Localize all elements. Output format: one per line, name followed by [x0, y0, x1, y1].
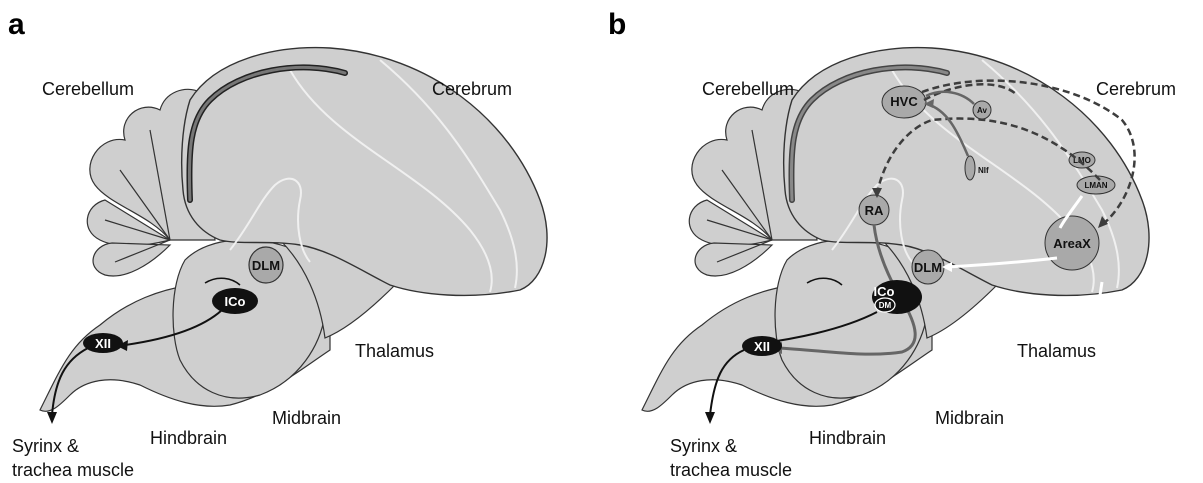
- xii-label: XII: [754, 339, 770, 354]
- thalamus-label: Thalamus: [355, 341, 434, 361]
- nif-nucleus: [965, 156, 975, 180]
- dm-label: DM: [879, 301, 892, 310]
- panel-b: b HVC Av NIf RA LMO LMAN AreaX DLM: [602, 0, 1202, 483]
- areax-label: AreaX: [1053, 236, 1091, 251]
- ico-label: ICo: [874, 284, 895, 299]
- panel-letter: b: [608, 8, 626, 41]
- output-label-line2: trachea muscle: [12, 460, 134, 480]
- panel-a: a DLM ICo XII Cerebrum Cerebellum Thalam…: [0, 0, 600, 483]
- midbrain-label: Midbrain: [935, 408, 1004, 428]
- output-label-line2: trachea muscle: [670, 460, 792, 480]
- brain-diagram-a: a DLM ICo XII Cerebrum Cerebellum Thalam…: [0, 0, 600, 483]
- thalamus-label: Thalamus: [1017, 341, 1096, 361]
- arrowhead: [47, 412, 57, 424]
- ra-label: RA: [865, 203, 884, 218]
- arrowhead: [705, 412, 715, 424]
- dlm-label: DLM: [914, 260, 942, 275]
- nif-label: NIf: [978, 166, 989, 175]
- lman-label: LMAN: [1084, 181, 1107, 190]
- dlm-label: DLM: [252, 258, 280, 273]
- output-label-line1: Syrinx &: [12, 436, 79, 456]
- midbrain-label: Midbrain: [272, 408, 341, 428]
- hvc-label: HVC: [890, 94, 918, 109]
- panel-letter: a: [8, 8, 25, 41]
- cerebrum-label: Cerebrum: [1096, 79, 1176, 99]
- brain-diagram-b: b HVC Av NIf RA LMO LMAN AreaX DLM: [602, 0, 1202, 483]
- av-label: Av: [977, 106, 987, 115]
- ico-label: ICo: [225, 294, 246, 309]
- xii-label: XII: [95, 336, 111, 351]
- hindbrain-label: Hindbrain: [150, 428, 227, 448]
- cerebrum-label: Cerebrum: [432, 79, 512, 99]
- cerebellum-label: Cerebellum: [702, 79, 794, 99]
- cerebellum-label: Cerebellum: [42, 79, 134, 99]
- output-label-line1: Syrinx &: [670, 436, 737, 456]
- hindbrain-label: Hindbrain: [809, 428, 886, 448]
